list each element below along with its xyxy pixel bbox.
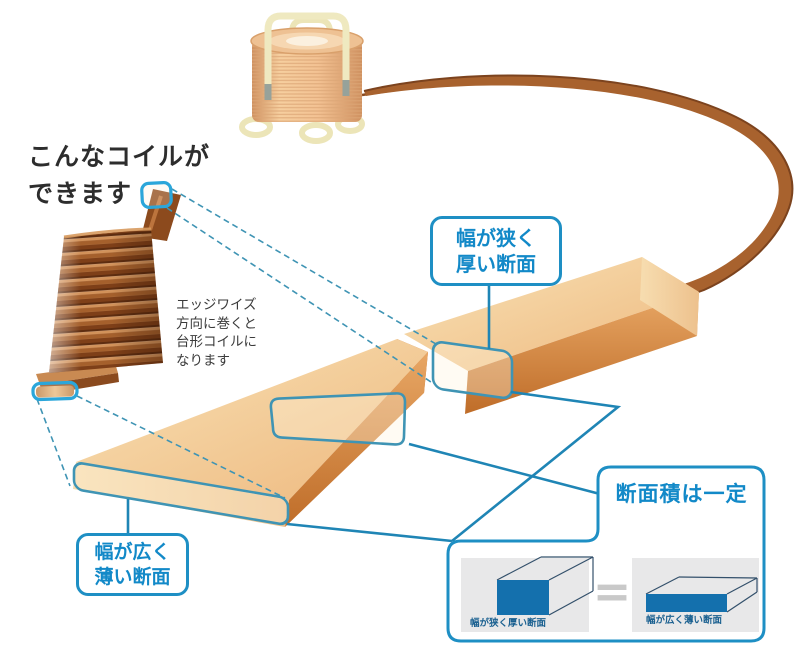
callout-connectors <box>126 286 491 534</box>
edgewise-note-line4: なります <box>176 352 230 369</box>
cross-section-diagram-thick <box>461 556 594 632</box>
callout-wide-line1: 幅が広く <box>94 540 171 563</box>
callout-narrow-thick-section: 幅が狭く 厚い断面 <box>430 216 562 286</box>
wire-spool-illustration <box>239 12 365 144</box>
page-title: こんなコイルが できます <box>28 138 248 212</box>
leader-lines <box>286 390 622 543</box>
edgewise-note: エッジワイズ 方向に巻くと 台形コイルに なります <box>176 296 296 370</box>
projection-dashed-lines <box>36 188 437 499</box>
page-title-line2: できます <box>28 179 133 208</box>
strip-section-markers <box>72 340 514 526</box>
section-label-narrow-thick: 幅が狭く厚い断面 <box>470 618 547 629</box>
page-title-line1: こんなコイルが <box>28 142 211 171</box>
edgewise-note-line1: エッジワイズ <box>176 297 257 313</box>
edgewise-note-line2: 方向に巻くと <box>176 315 257 332</box>
callout-wide-thin-section: 幅が広く 薄い断面 <box>76 533 189 596</box>
area-panel-title: 断面積は一定 <box>615 482 748 506</box>
coil-lead-section-markers <box>31 180 173 402</box>
cross-section-diagram-wide <box>632 558 759 632</box>
callout-wide-line2: 薄い断面 <box>94 565 171 588</box>
wire-arc-illustration <box>361 74 794 303</box>
tapered-flat-wire-illustration <box>73 257 699 527</box>
equals-icon: = <box>592 564 632 618</box>
callout-narrow-line2: 厚い断面 <box>456 252 536 276</box>
section-label-wide-thin: 幅が広く薄い断面 <box>646 615 723 626</box>
callout-narrow-line1: 幅が狭く <box>456 226 536 250</box>
edgewise-trapezoid-coil-illustration <box>35 189 181 398</box>
edgewise-note-line3: 台形コイルに <box>176 334 257 350</box>
